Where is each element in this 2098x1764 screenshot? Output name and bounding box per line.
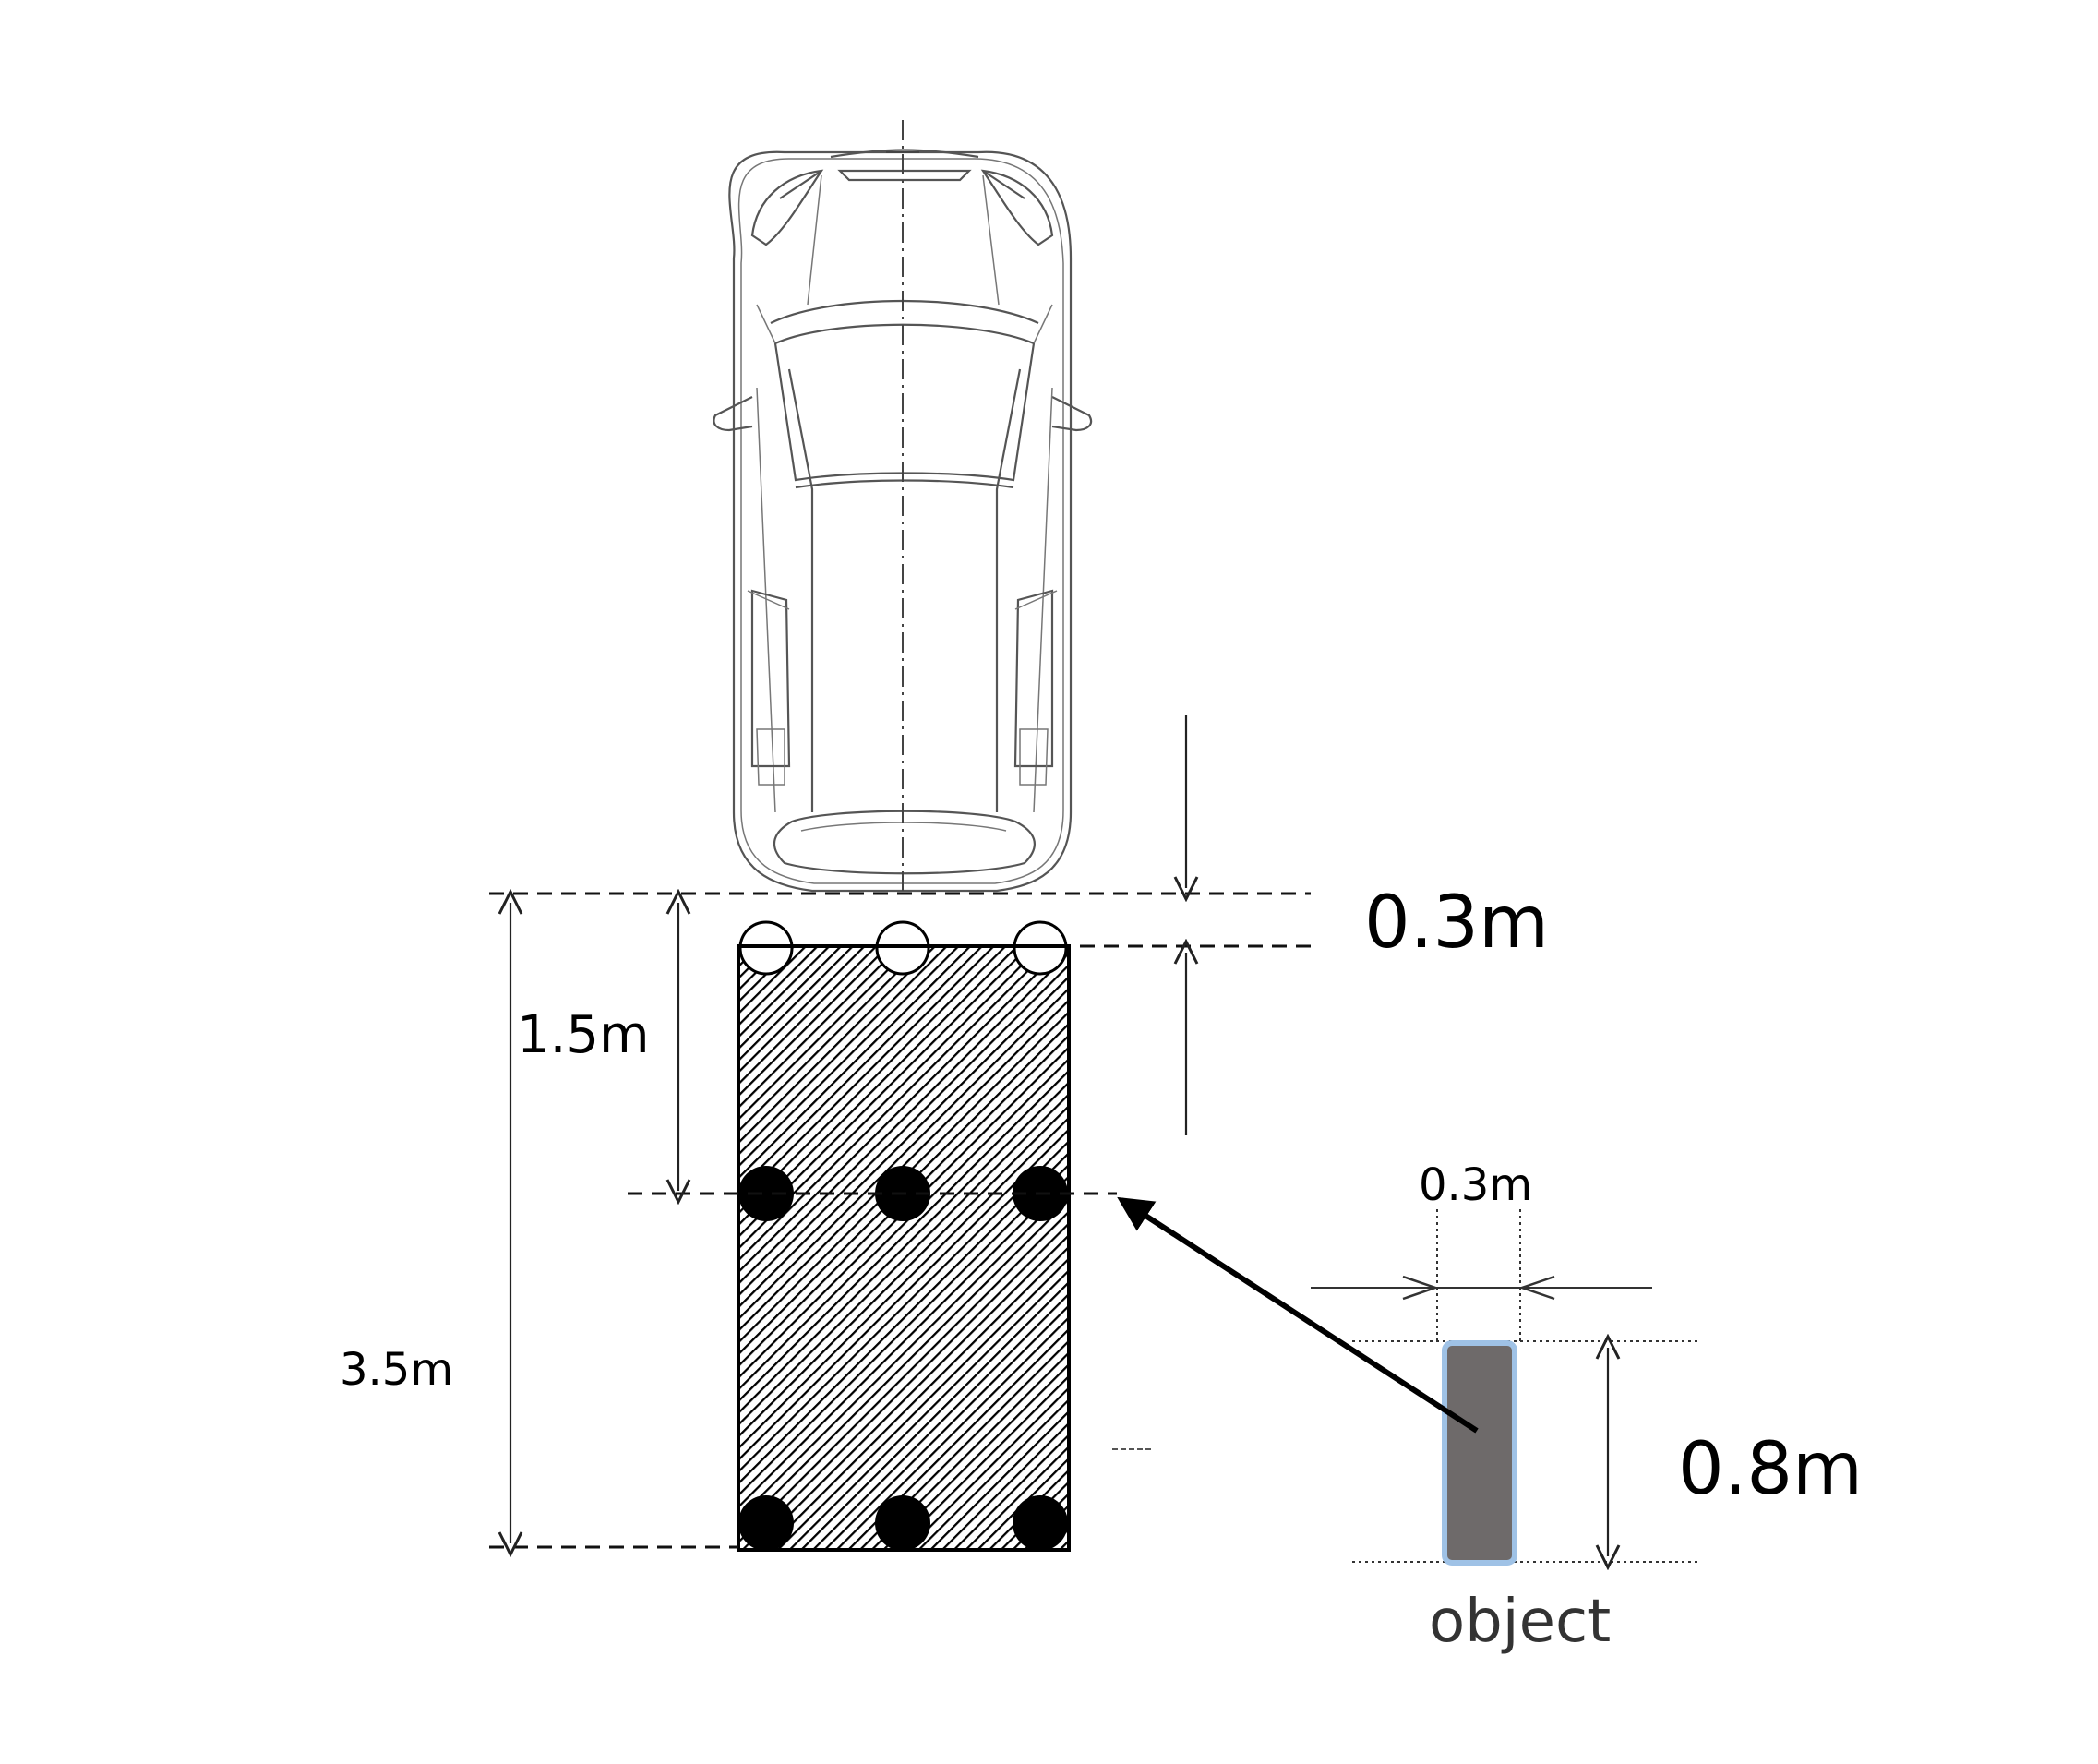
object-height-dimension bbox=[1352, 1341, 1698, 1562]
object-width-label: 0.3m bbox=[1419, 1159, 1532, 1211]
object-placement-arrow bbox=[1117, 1196, 1479, 1434]
test-points-bottom-row bbox=[738, 1495, 1068, 1551]
pole-object-icon bbox=[1442, 1340, 1517, 1566]
test-points-top-row bbox=[738, 920, 1069, 976]
first-row-distance-label: 1.5m bbox=[517, 1005, 650, 1065]
total-length-label: 3.5m bbox=[340, 1344, 453, 1396]
object-width-dimension bbox=[1311, 1209, 1652, 1343]
object-caption: object bbox=[1429, 1588, 1611, 1656]
detection-area bbox=[737, 944, 1071, 1552]
car-top-view-icon bbox=[713, 120, 1093, 893]
gap-label: 0.3m bbox=[1364, 882, 1549, 965]
object-height-label: 0.8m bbox=[1678, 1428, 1863, 1511]
